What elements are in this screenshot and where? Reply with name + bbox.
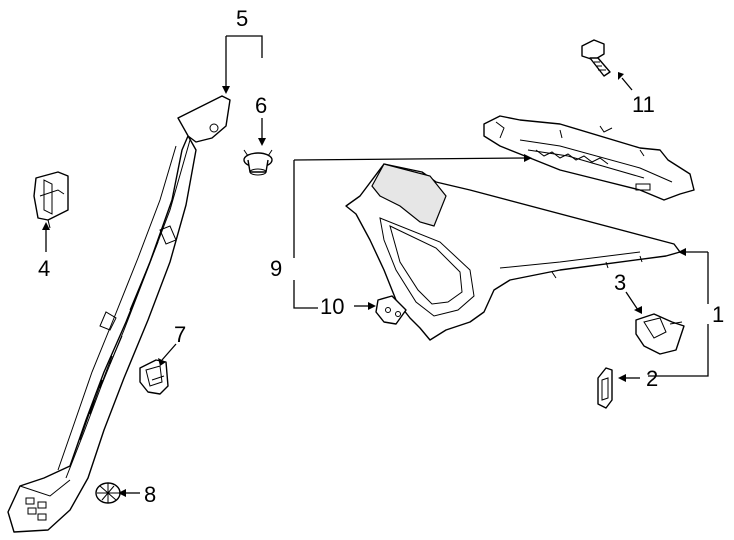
push-clip-part-6 <box>243 149 273 176</box>
callout-6: 6 <box>255 93 267 118</box>
leader-lines <box>42 35 709 497</box>
callout-5: 5 <box>236 6 248 31</box>
pillar-trim <box>7 95 231 533</box>
callout-1: 1 <box>712 302 724 327</box>
bracket-part-4 <box>33 171 69 229</box>
callout-9: 9 <box>270 256 282 281</box>
clip-part-2 <box>597 367 613 409</box>
clip-part-7 <box>139 359 169 395</box>
callout-7: 7 <box>174 322 186 347</box>
callout-3: 3 <box>614 270 626 295</box>
callout-4: 4 <box>38 256 50 281</box>
callout-8: 8 <box>144 482 156 507</box>
bracket-part-10 <box>375 295 407 325</box>
quarter-trim-panel <box>345 163 681 341</box>
callout-10: 10 <box>320 294 344 319</box>
screw-part-11 <box>581 39 611 77</box>
callout-11: 11 <box>632 92 655 117</box>
callout-labels: 5 6 4 7 8 9 10 3 1 2 11 <box>38 6 724 507</box>
callout-2: 2 <box>646 366 658 391</box>
plug-part-8 <box>95 482 121 504</box>
clip-part-3 <box>635 313 685 355</box>
